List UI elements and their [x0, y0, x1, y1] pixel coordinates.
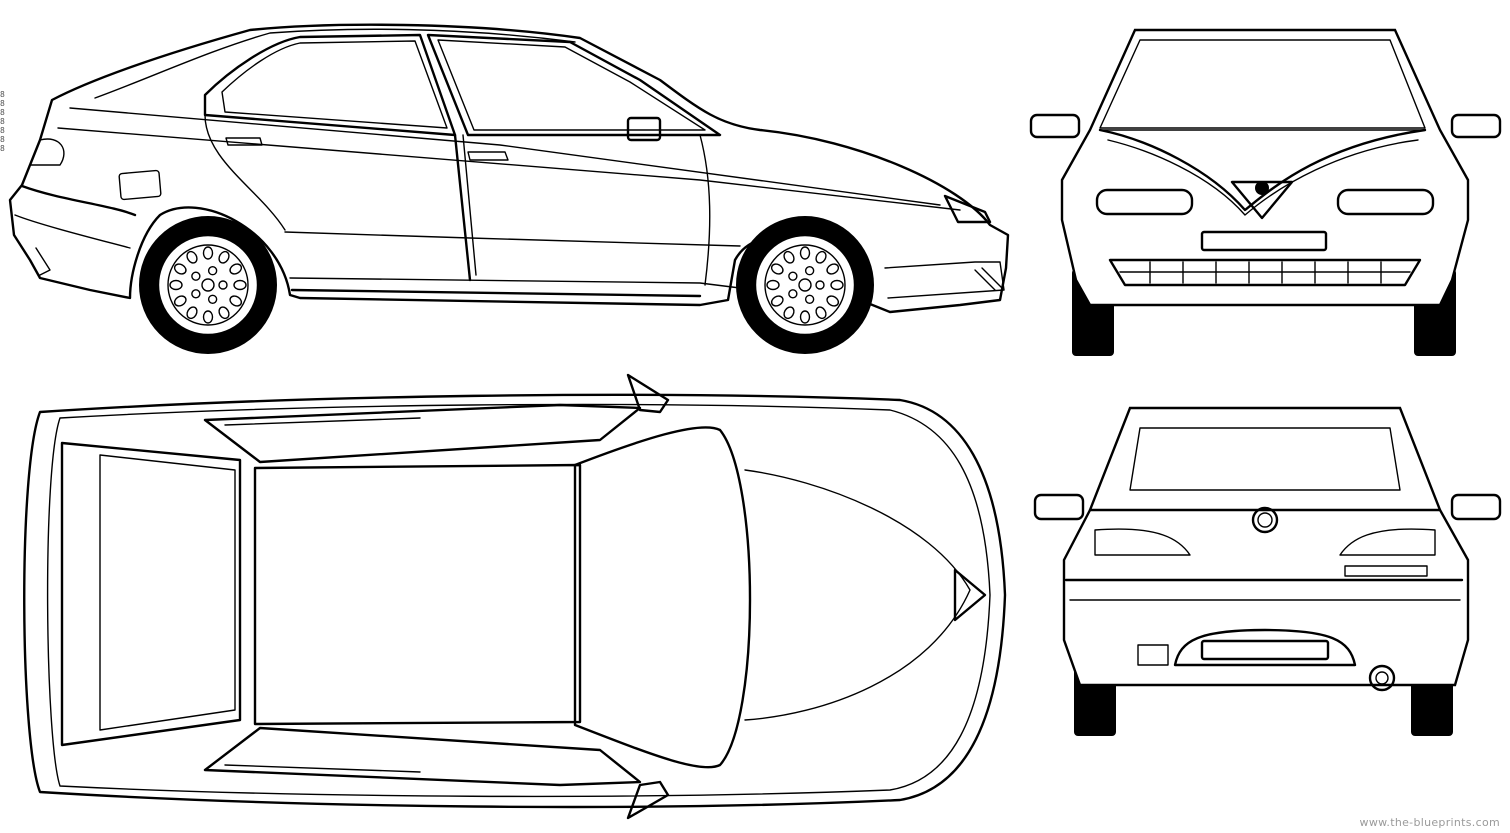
wheel-hole [202, 310, 214, 324]
wheel-hole [783, 250, 795, 264]
wheel-lug [804, 266, 815, 276]
wheel-hole [186, 306, 198, 320]
wheel-hole [218, 306, 230, 320]
wheel-hole [766, 279, 780, 291]
edge-marks: 8 8 8 8 8 8 8 [0, 90, 5, 153]
wheel-lug [207, 294, 218, 304]
front-wheel [736, 216, 874, 354]
wheel-hole [826, 295, 840, 307]
wheel-hole [799, 246, 811, 260]
wheel-lug [788, 271, 798, 281]
front-view [1029, 28, 1502, 356]
wheel-hole [169, 279, 183, 291]
wheel-hole [799, 310, 811, 324]
wheel-hole [229, 295, 243, 307]
wheel-lug [207, 266, 218, 276]
wheel-hub [798, 278, 812, 292]
watermark: www.the-blueprints.com [1359, 816, 1500, 829]
wheel-hole [233, 279, 247, 291]
wheel-hole [218, 250, 230, 264]
wheel-hole [186, 250, 198, 264]
wheel-lug [191, 271, 201, 281]
wheel-lug [815, 280, 825, 290]
wheel-hole [202, 246, 214, 260]
wheel-hole [770, 263, 784, 275]
wheel-lug [804, 294, 815, 304]
side-view [8, 23, 1010, 354]
wheel-spokes [169, 246, 844, 324]
wheel-hole [815, 306, 827, 320]
wheel-lug [788, 289, 798, 299]
wheel-hole [173, 263, 187, 275]
wheel-lug [218, 280, 228, 290]
wheel-hole [229, 263, 243, 275]
rear-wheel [139, 216, 277, 354]
rear-view [1033, 406, 1502, 736]
wheel-hole [830, 279, 844, 291]
top-view [23, 373, 1007, 820]
wheel-lug [191, 289, 201, 299]
wheel-hole [173, 295, 187, 307]
wheel-hole [815, 250, 827, 264]
wheel-hole [783, 306, 795, 320]
wheel-hole [826, 263, 840, 275]
wheel-hub [201, 278, 215, 292]
wheel-hole [770, 295, 784, 307]
